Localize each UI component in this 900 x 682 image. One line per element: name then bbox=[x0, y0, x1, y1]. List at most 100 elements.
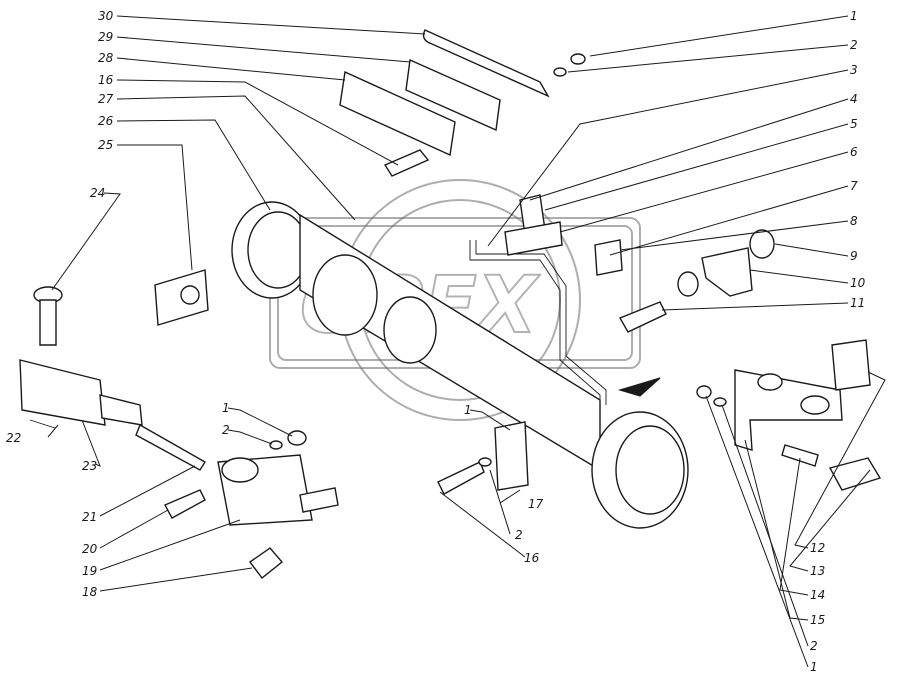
bolt-16b bbox=[437, 461, 485, 495]
bracket-15-hole-b bbox=[800, 395, 830, 415]
callout-2-left-mid: 2 bbox=[222, 423, 230, 437]
callout-19: 19 bbox=[82, 564, 97, 578]
callout-16-top: 16 bbox=[98, 73, 114, 87]
washer-2-mid bbox=[478, 457, 492, 467]
callout-numbers: 30 29 28 16 27 26 25 24 22 23 21 20 19 1… bbox=[6, 9, 866, 674]
callout-11: 11 bbox=[850, 296, 865, 310]
brake-pipe-outline bbox=[475, 240, 607, 405]
washer-2-left bbox=[269, 440, 283, 450]
leader-2b bbox=[721, 404, 809, 647]
tube-collar-left bbox=[312, 254, 378, 336]
callout-4: 4 bbox=[850, 92, 858, 106]
leader-3 bbox=[487, 69, 849, 247]
leader-14 bbox=[779, 457, 809, 596]
leader-28 bbox=[116, 57, 346, 81]
leader-21 bbox=[99, 465, 196, 517]
fitting-12 bbox=[831, 339, 871, 391]
leader-29 bbox=[116, 36, 411, 63]
callout-18: 18 bbox=[82, 585, 98, 599]
bracket-15-hole-a bbox=[757, 373, 783, 391]
cylinder-nipple-19 bbox=[299, 487, 339, 513]
callout-1-left-mid: 1 bbox=[222, 401, 230, 415]
leader-23 bbox=[81, 419, 101, 467]
callout-25: 25 bbox=[98, 138, 113, 152]
leader-30 bbox=[116, 15, 426, 35]
callout-15: 15 bbox=[810, 613, 825, 627]
bolt-14 bbox=[781, 444, 819, 467]
callout-1-bottom: 1 bbox=[810, 660, 818, 674]
leader-1b bbox=[705, 395, 809, 668]
washer-2-top bbox=[553, 67, 567, 77]
callout-16-bottom: 16 bbox=[524, 551, 540, 565]
callout-2-bottom: 2 bbox=[810, 639, 818, 653]
leader-19 bbox=[99, 519, 241, 571]
fitting-18 bbox=[249, 547, 284, 579]
leader-13 bbox=[789, 469, 871, 572]
right-parts bbox=[696, 339, 882, 491]
callout-28: 28 bbox=[98, 51, 114, 65]
callout-30: 30 bbox=[98, 9, 114, 23]
axle-tube-assembly bbox=[231, 201, 689, 529]
leader-lines bbox=[47, 15, 886, 668]
washer-10b bbox=[677, 271, 699, 297]
leader-5 bbox=[544, 123, 849, 211]
nut-1-top bbox=[570, 53, 586, 65]
fitting-8 bbox=[594, 239, 623, 276]
callout-5: 5 bbox=[850, 117, 858, 131]
cylinder-end-19 bbox=[221, 457, 259, 483]
bracket-17 bbox=[494, 421, 529, 491]
leader-17 bbox=[499, 489, 521, 504]
callout-29: 29 bbox=[98, 30, 113, 44]
leader-16a bbox=[116, 79, 399, 166]
left-hub-face bbox=[247, 211, 309, 289]
right-hub-face bbox=[615, 425, 685, 515]
tee-fitting-6 bbox=[504, 221, 563, 256]
callout-26: 26 bbox=[98, 114, 114, 128]
nut-1-left bbox=[287, 430, 307, 446]
leader-1c bbox=[227, 407, 293, 437]
callout-3: 3 bbox=[850, 63, 858, 77]
tube-collar-middle bbox=[383, 296, 437, 364]
pointer-arrow-right bbox=[617, 377, 661, 397]
leader-2d bbox=[489, 469, 511, 535]
callout-17: 17 bbox=[528, 497, 544, 511]
callout-21: 21 bbox=[82, 510, 97, 524]
leader-8 bbox=[619, 220, 849, 251]
bolt-20 bbox=[164, 489, 206, 519]
callout-7: 7 bbox=[850, 179, 858, 193]
upper-parts bbox=[339, 29, 775, 333]
callout-8: 8 bbox=[850, 214, 858, 228]
leader-24 bbox=[51, 192, 121, 291]
callout-23: 23 bbox=[82, 459, 97, 473]
callout-9: 9 bbox=[850, 249, 858, 263]
pin-shaft-24 bbox=[39, 299, 57, 346]
tee-10 bbox=[701, 247, 753, 297]
bolt-16 bbox=[383, 149, 430, 177]
washer-2-right bbox=[713, 397, 727, 407]
callout-12: 12 bbox=[810, 541, 825, 555]
leader-2a bbox=[567, 44, 849, 73]
rod-21 bbox=[135, 423, 206, 471]
leader-27 bbox=[116, 95, 356, 221]
leader-4 bbox=[529, 98, 849, 201]
bolt-11 bbox=[618, 301, 667, 333]
leader-11 bbox=[661, 302, 849, 311]
callout-14: 14 bbox=[810, 588, 825, 602]
callout-2-center: 2 bbox=[515, 528, 523, 542]
leader-6 bbox=[559, 151, 849, 233]
brake-pipe bbox=[469, 240, 601, 410]
callout-13: 13 bbox=[810, 564, 825, 578]
leader-26 bbox=[116, 119, 271, 211]
leader-7 bbox=[609, 185, 849, 256]
leader-18 bbox=[99, 567, 253, 592]
washer-9 bbox=[749, 229, 775, 259]
nut-1-right bbox=[696, 385, 712, 399]
leader-2c bbox=[227, 429, 273, 445]
plate-29 bbox=[405, 58, 501, 132]
left-parts bbox=[19, 269, 339, 579]
callout-1-center: 1 bbox=[464, 403, 472, 417]
callout-10: 10 bbox=[850, 276, 866, 290]
leader-16b bbox=[439, 491, 526, 558]
